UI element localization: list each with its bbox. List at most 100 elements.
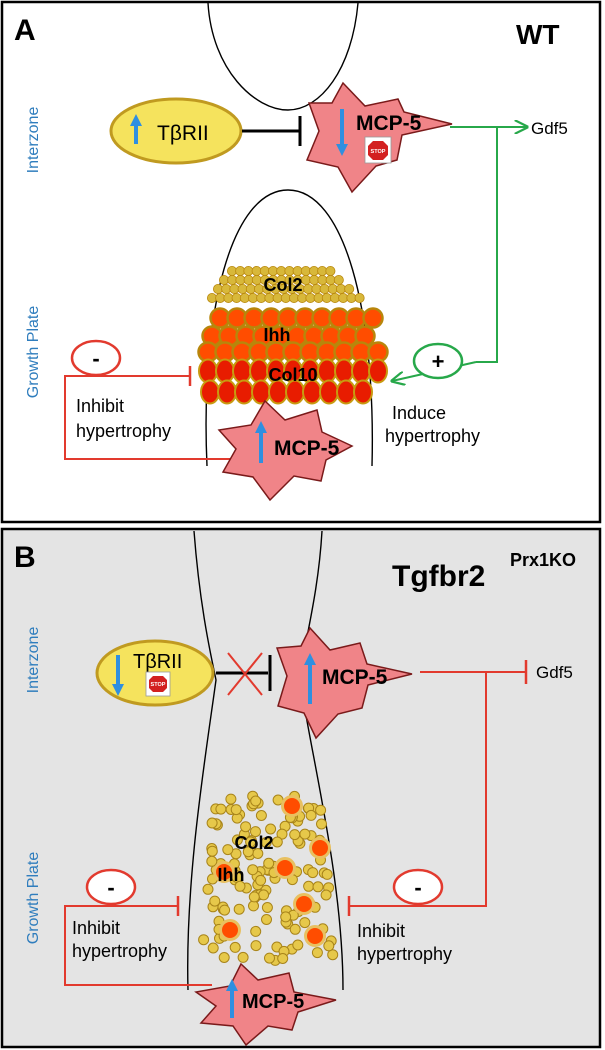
panel-a-upper-joint-outline [207, 2, 359, 111]
panel-a-col10-layer [198, 358, 388, 405]
col10-cell [215, 358, 235, 384]
col2-cell [261, 902, 273, 913]
panel-a-inhibit-text-line2: hypertrophy [76, 421, 171, 441]
col2-cell [233, 903, 245, 915]
ihh-cell [219, 919, 241, 941]
panel-b-inhibit-left-line2: hypertrophy [72, 941, 167, 961]
panel-b-minus-left-circle [85, 868, 137, 906]
panel-a-receptor-ellipse [109, 97, 243, 165]
panel-a-interzone-label: Interzone [25, 107, 42, 174]
col10-cell [249, 358, 269, 384]
panel-a-induce-text-line2: hypertrophy [385, 426, 480, 446]
col2-cell [260, 837, 272, 848]
panel-b-interzone-label: Interzone [25, 627, 42, 694]
col10-cell [317, 358, 337, 384]
col2-cell [263, 857, 275, 869]
col2-cell [237, 951, 249, 963]
col2-cell [321, 868, 333, 880]
col2-cell [289, 829, 301, 841]
panel-a-ihh-layer [197, 307, 389, 363]
panel-b-gdf5-label: Gdf5 [536, 663, 573, 682]
panel-b-inhibit-left-line1: Inhibit [72, 918, 120, 938]
col10-cell [198, 358, 218, 384]
col2-cell [299, 828, 311, 840]
panel-a-plus-circle [412, 342, 464, 380]
col2-cell [333, 274, 344, 285]
col2-cell [240, 821, 252, 833]
col2-cell [255, 810, 267, 821]
col2-cell [289, 923, 301, 935]
col2-cell [264, 952, 275, 964]
ihh-cell [274, 857, 296, 879]
col2-cell [248, 900, 259, 912]
panel-a-stop-sign-icon: STOP [364, 136, 392, 164]
col2-cell [215, 803, 227, 815]
panel-b-receptor-label: TβRII [133, 651, 182, 673]
panel-a-col10-label: Col10 [268, 365, 317, 385]
col2-cell [250, 925, 262, 937]
col2-cell [280, 911, 292, 923]
panel-a-mcp5-growth-star [217, 399, 354, 502]
panel-b-mcp5-growth-label: MCP-5 [242, 991, 304, 1013]
col2-cell [206, 845, 218, 857]
col2-cell [327, 949, 339, 961]
col2-cell [198, 934, 210, 946]
panel-b-genotype: Tgfbr2 [392, 560, 485, 593]
col2-cell [303, 880, 315, 892]
col10-cell [232, 358, 252, 384]
col2-cell [320, 889, 332, 901]
panel-b-left-outline [187, 530, 217, 991]
col2-cell [242, 846, 254, 858]
panel-a-inhibit-text-line1: Inhibit [76, 396, 124, 416]
col2-cell [209, 895, 221, 907]
panel-b-inhibit-right-line2: hypertrophy [357, 944, 452, 964]
col2-cell [305, 809, 317, 821]
col2-cell [315, 804, 327, 816]
panel-a-minus-sign: - [92, 346, 99, 371]
panel-a: A WT Interzone Growth Plate TβRII MCP-5 … [0, 0, 602, 524]
col2-cell [323, 940, 335, 952]
panel-b-chondrocyte-cluster [198, 790, 339, 966]
panel-a-mcp5-growth-label: MCP-5 [274, 437, 340, 460]
col2-cell [225, 793, 237, 805]
ihh-cell [304, 925, 326, 947]
panel-b-right-inhibit-line [349, 672, 487, 907]
col2-cell [271, 836, 283, 848]
col2-cell [276, 828, 288, 840]
panel-b: B Tgfbr2 Prx1KO Interzone Growth Plate T… [0, 527, 602, 1049]
col2-cell [248, 891, 260, 903]
col10-cell [351, 358, 371, 384]
col2-cell [344, 283, 355, 294]
col2-cell [312, 881, 324, 893]
ihh-cell [309, 837, 331, 859]
col10-cell [234, 379, 254, 405]
col2-cell [218, 952, 230, 963]
col2-cell [354, 292, 365, 303]
panel-a-receptor-label: TβRII [157, 122, 209, 145]
panel-a-induce-line [476, 127, 498, 363]
col2-cell [202, 883, 214, 895]
panel-b-left-inhibit-loop [64, 905, 212, 986]
ihh-cell [281, 795, 303, 817]
panel-a-plus-sign: + [432, 349, 445, 374]
panel-b-letter: B [14, 541, 36, 574]
ihh-cell [293, 893, 315, 915]
col2-cell [234, 880, 246, 892]
col2-cell [307, 867, 319, 879]
col2-cell [250, 795, 262, 807]
col2-cell [250, 940, 262, 952]
panel-b-minus-left: - [107, 875, 114, 900]
panel-b-inhibit-right-line1: Inhibit [357, 921, 405, 941]
ihh-cell [362, 307, 384, 329]
col2-cell [231, 834, 243, 846]
panel-a-genotype: WT [516, 19, 560, 50]
panel-a-ihh-label: Ihh [264, 325, 291, 345]
panel-b-minus-right-circle [392, 868, 444, 906]
panel-b-frame [0, 527, 602, 1049]
col2-cell [230, 804, 242, 816]
col2-cell [299, 917, 311, 929]
col10-cell [217, 379, 237, 405]
col2-cell [255, 874, 267, 886]
col10-cell [200, 379, 220, 405]
